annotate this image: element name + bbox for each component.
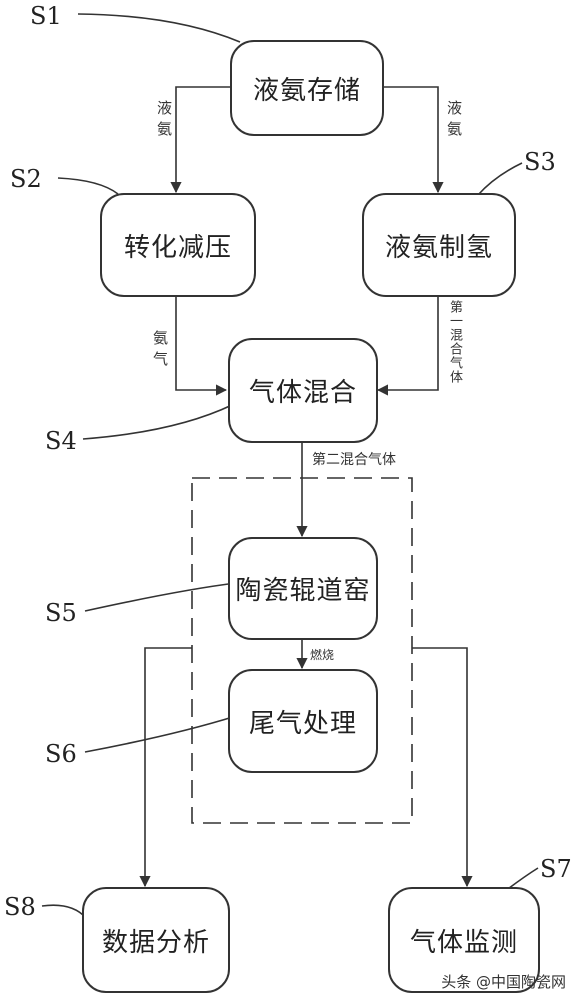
leader-s5: [84, 582, 237, 612]
box-label: 液氨存储: [252, 75, 361, 106]
edge-label-s4-s5: 第二混合气体: [312, 452, 396, 468]
leader-s3: [477, 162, 523, 196]
watermark: 头条 @中国陶瓷网: [441, 973, 566, 991]
edge-s3-s4: [376, 297, 439, 396]
edge-s2-s4: [175, 297, 228, 396]
box-s6-exhaust-treatment: 尾气处理: [228, 669, 378, 773]
edge-label-s5-s6: 燃烧: [310, 648, 335, 662]
edge-to-s7: [412, 647, 473, 888]
step-id-s1: S1: [30, 2, 62, 30]
box-s4-gas-mixing: 气体混合: [228, 338, 378, 443]
edge-label-s3-s4: 第一混合气体: [447, 300, 462, 384]
box-label: 尾气处理: [248, 708, 357, 739]
leader-s8: [41, 904, 87, 919]
edge-label-s2-s4: 氨气: [151, 330, 169, 372]
box-label: 陶瓷辊道窑: [235, 576, 371, 606]
box-s1-liquid-ammonia-storage: 液氨存储: [230, 40, 384, 136]
edge-s1-s3: [384, 86, 444, 194]
box-s8-data-analysis: 数据分析: [82, 887, 230, 993]
leader-s6: [84, 715, 237, 753]
box-s5-ceramic-roller-kiln: 陶瓷辊道窑: [228, 537, 378, 640]
step-id-s8: S8: [4, 893, 36, 921]
edge-label-s1-s2: 液氨: [155, 100, 173, 142]
step-id-s7: S7: [540, 855, 572, 883]
step-id-s5: S5: [45, 599, 77, 627]
box-label: 数据分析: [101, 927, 210, 958]
edge-s1-s2: [170, 86, 230, 194]
leader-s2: [57, 177, 119, 195]
box-s7-gas-monitoring: 气体监测: [388, 887, 540, 993]
step-id-s6: S6: [45, 740, 77, 768]
dashed-group-boundary: [191, 477, 413, 824]
step-id-s4: S4: [45, 427, 77, 455]
box-label: 转化减压: [123, 232, 232, 263]
step-id-s2: S2: [10, 165, 42, 193]
box-label: 气体监测: [409, 927, 518, 958]
box-label: 液氨制氢: [384, 232, 493, 263]
step-id-s3: S3: [524, 148, 556, 176]
box-s2-conversion-decompression: 转化减压: [100, 193, 256, 297]
box-label: 气体混合: [248, 378, 357, 408]
leader-s4: [82, 404, 233, 440]
edge-to-s8: [139, 647, 192, 888]
leader-s1: [77, 13, 241, 43]
box-s3-ammonia-hydrogen-production: 液氨制氢: [362, 193, 516, 297]
edge-label-s1-s3: 液氨: [445, 100, 463, 142]
